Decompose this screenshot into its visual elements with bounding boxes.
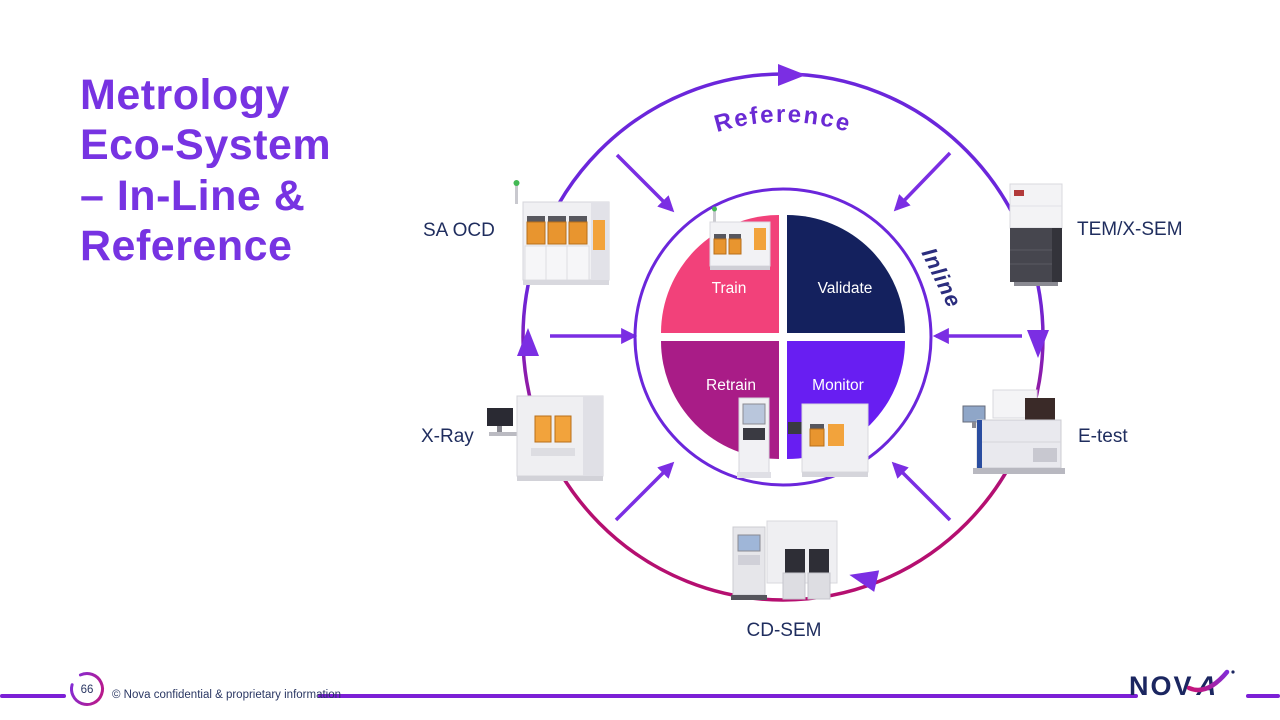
nova-logo-nov: NOV: [1129, 671, 1194, 701]
ring-arrow-bottom-icon: [849, 570, 880, 592]
nova-logo-mark-icon: [1231, 670, 1235, 674]
station-label-e-test: E-test: [1078, 426, 1128, 447]
nova-logo-swoosh-icon: [1186, 669, 1230, 693]
copyright-text: © Nova confidential & proprietary inform…: [112, 689, 342, 701]
footer-line-right: [1246, 694, 1280, 698]
monitor-machine-image: [788, 403, 869, 477]
quadrant-validate: [787, 215, 905, 333]
spoke-arrow-top-left-icon: [615, 153, 675, 213]
quadrant-label-monitor: Monitor: [812, 377, 864, 394]
spoke-arrows: [550, 151, 1022, 522]
spoke-arrow-bottom-right-icon: [891, 461, 952, 522]
quadrant-label-train: Train: [712, 280, 747, 297]
page-number-badge: 66: [70, 672, 104, 706]
train-tool-image: [709, 206, 771, 270]
ring-arrow-right-icon: [1027, 330, 1049, 358]
nova-logo: NOV A: [1129, 669, 1235, 701]
page-number: 66: [81, 684, 94, 696]
quadrant-label-validate: Validate: [818, 280, 873, 297]
quadrant-labels: Train Validate Retrain Monitor: [706, 280, 872, 394]
e-test-machine-image: [962, 389, 1065, 474]
ring-arrow-top-icon: [778, 64, 806, 86]
tem-xsem-machine-image: [1009, 183, 1063, 286]
page-title: Metrology Eco-System – In-Line & Referen…: [80, 71, 332, 270]
station-label-tem-xsem: TEM/X-SEM: [1077, 219, 1183, 240]
page-number-ring-icon: [70, 672, 104, 706]
spoke-arrow-bottom-left-icon: [614, 461, 675, 522]
x-ray-machine-image: [487, 395, 604, 481]
cd-sem-machine-image: [731, 520, 838, 600]
ring-arrow-left-icon: [517, 328, 539, 356]
inline-ring-label: Inline: [917, 244, 967, 312]
station-label-sa-ocd: SA OCD: [423, 220, 495, 241]
spoke-arrow-top-right-icon: [893, 151, 952, 212]
footer-line-left: [0, 694, 66, 698]
station-label-cd-sem: CD-SEM: [746, 620, 822, 641]
quadrant-label-retrain: Retrain: [706, 377, 756, 394]
sa-ocd-machine-image: [513, 180, 610, 285]
reference-ring-label: Reference: [711, 101, 854, 138]
station-label-x-ray: X-Ray: [421, 426, 474, 447]
retrain-kiosk-image: [737, 397, 771, 478]
footer-line-center: [318, 694, 1138, 698]
inner-outline-circle: [633, 187, 933, 487]
